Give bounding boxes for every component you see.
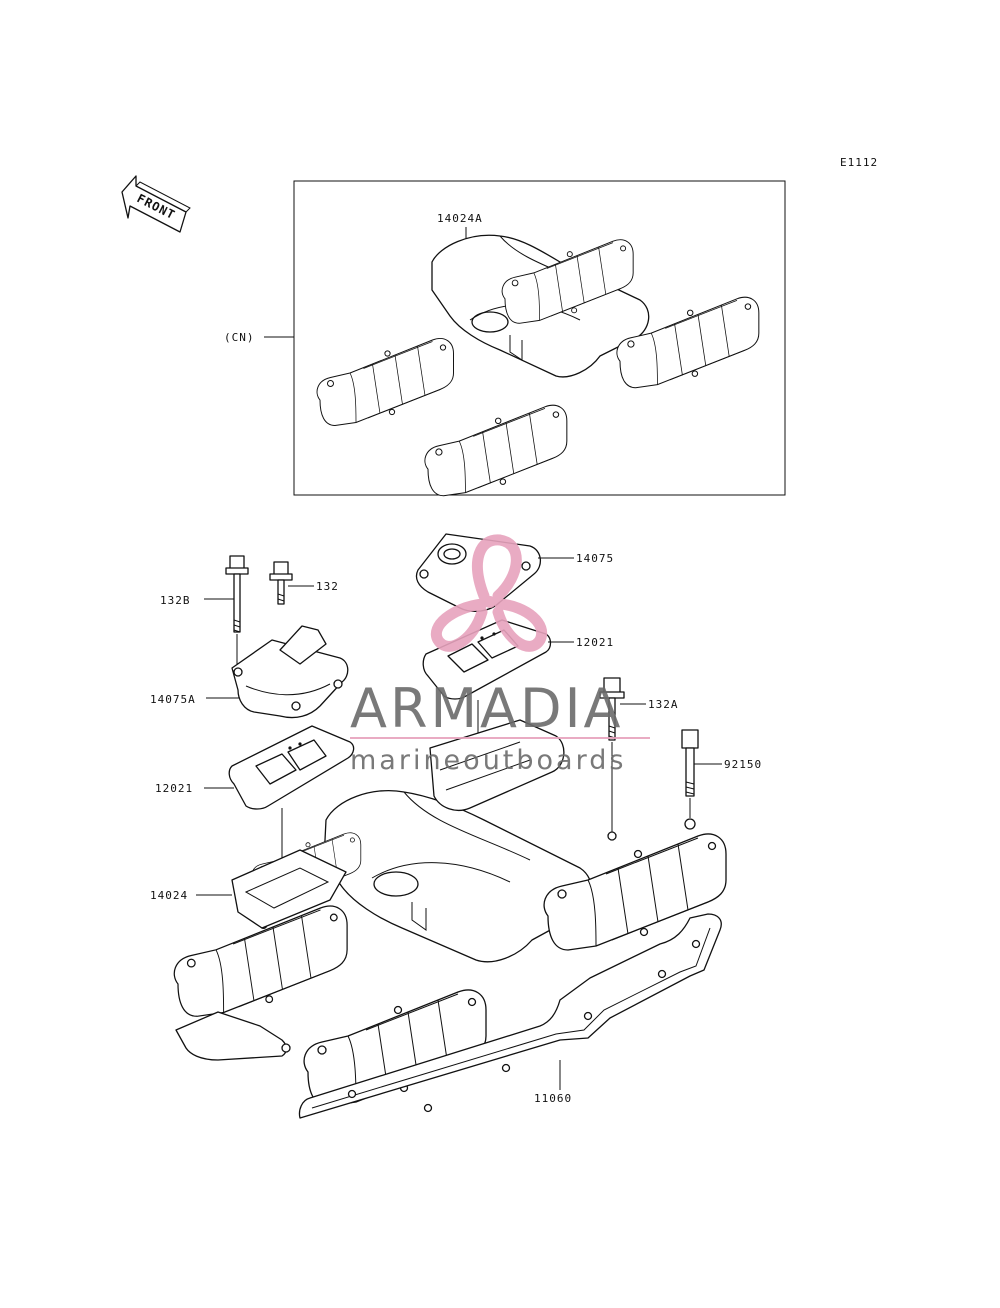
callout-14075: 14075 (576, 552, 614, 565)
watermark-tagline: marineoutboards (350, 745, 626, 776)
callout-12021-right: 12021 (576, 636, 614, 649)
propeller-logo-icon (430, 534, 548, 652)
callout-12021-left: 12021 (155, 782, 193, 795)
callout-132B: 132B (160, 594, 191, 607)
inset-part-label: 14024A (437, 212, 483, 225)
gasket-11060 (175, 913, 722, 1119)
callout-132A: 132A (648, 698, 679, 711)
bolt-132B (225, 555, 249, 633)
valve-cover-14024 (173, 719, 727, 1107)
front-arrow-icon: FRONT (121, 175, 191, 233)
callout-14024: 14024 (150, 889, 188, 902)
callout-11060: 11060 (534, 1092, 572, 1105)
cap-14075A (231, 625, 349, 719)
inset-region-label: (CN) (224, 331, 255, 344)
diagram-code: E1112 (840, 156, 878, 169)
inset-frame (293, 180, 786, 496)
callout-132: 132 (316, 580, 339, 593)
callout-92150: 92150 (724, 758, 762, 771)
watermark: ARMADIA marineoutboards (350, 534, 650, 776)
gasket-12021-left (228, 725, 355, 810)
valve-cover-inset (316, 234, 760, 497)
watermark-rule (350, 737, 650, 739)
watermark-brand: ARMADIA (350, 677, 623, 740)
callout-14075A: 14075A (150, 693, 196, 706)
bolt-132A (599, 677, 625, 741)
bolt-92150 (681, 729, 699, 797)
bolt-132 (269, 561, 293, 605)
